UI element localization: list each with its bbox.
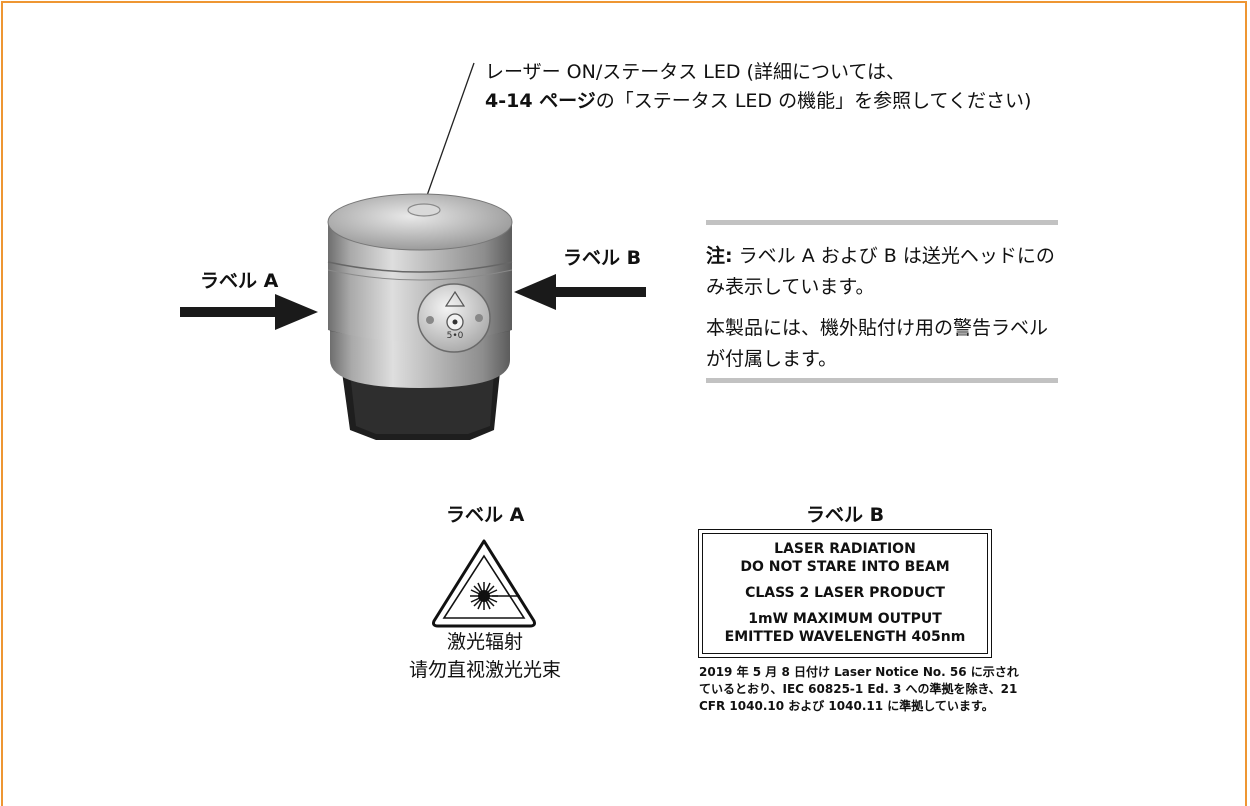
label-a-title: ラベル A (446, 504, 525, 526)
label-b-line-2: DO NOT STARE INTO BEAM (740, 559, 950, 575)
arrow-a (180, 294, 318, 330)
arrow-label-b: ラベル B (563, 247, 642, 269)
label-b-line-1: LASER RADIATION (774, 541, 916, 557)
arrow-b (514, 274, 646, 310)
arrow-label-a: ラベル A (200, 270, 279, 292)
note-paragraph-1: 注: ラベル A および B は送光ヘッドにのみ表示しています。 (706, 241, 1058, 303)
callout-page-ref: 4-14 ページ (485, 90, 596, 112)
label-b-line-4: 1mW MAXIMUM OUTPUT (748, 611, 942, 627)
note-prefix: 注: (706, 245, 733, 267)
callout-line-2: 4-14 ページの「ステータス LED の機能」を参照してください) (485, 87, 1031, 116)
label-b-line-5: EMITTED WAVELENGTH 405nm (724, 629, 966, 645)
callout-line-1: レーザー ON/ステータス LED (詳細については、 (485, 61, 905, 83)
label-a-line-1: 激光辐射 (446, 631, 523, 653)
device-top-cap (327, 193, 513, 251)
laser-warning-triangle-icon (432, 539, 536, 628)
callout-line-2-rest: の「ステータス LED の機能」を参照してください) (595, 90, 1032, 112)
note-box: 注: ラベル A および B は送光ヘッドにのみ表示しています。 本製品には、機… (706, 220, 1058, 383)
note-paragraph-2: 本製品には、機外貼付け用の警告ラベルが付属します。 (706, 317, 1049, 370)
status-led (407, 203, 441, 217)
label-b-title: ラベル B (806, 504, 885, 526)
label-b-line-3: CLASS 2 LASER PRODUCT (745, 585, 945, 601)
window-plate-text: 5•0 (446, 331, 464, 341)
led-callout: レーザー ON/ステータス LED (詳細については、 4-14 ページの「ステ… (485, 58, 1031, 116)
window-warning-triangle-icon (444, 290, 466, 307)
label-a-chinese-text: 激光辐射 请勿直视激光光束 (395, 628, 575, 684)
callout-leader-line (423, 62, 475, 205)
compliance-notice: 2019 年 5 月 8 日付け Laser Notice No. 56 に示さ… (699, 665, 1019, 713)
note-text-1: ラベル A および B は送光ヘッドにのみ表示しています。 (706, 245, 1055, 298)
label-b-plate: LASER RADIATION DO NOT STARE INTO BEAM C… (698, 529, 992, 658)
label-a-line-2: 请勿直视激光光束 (408, 659, 561, 681)
